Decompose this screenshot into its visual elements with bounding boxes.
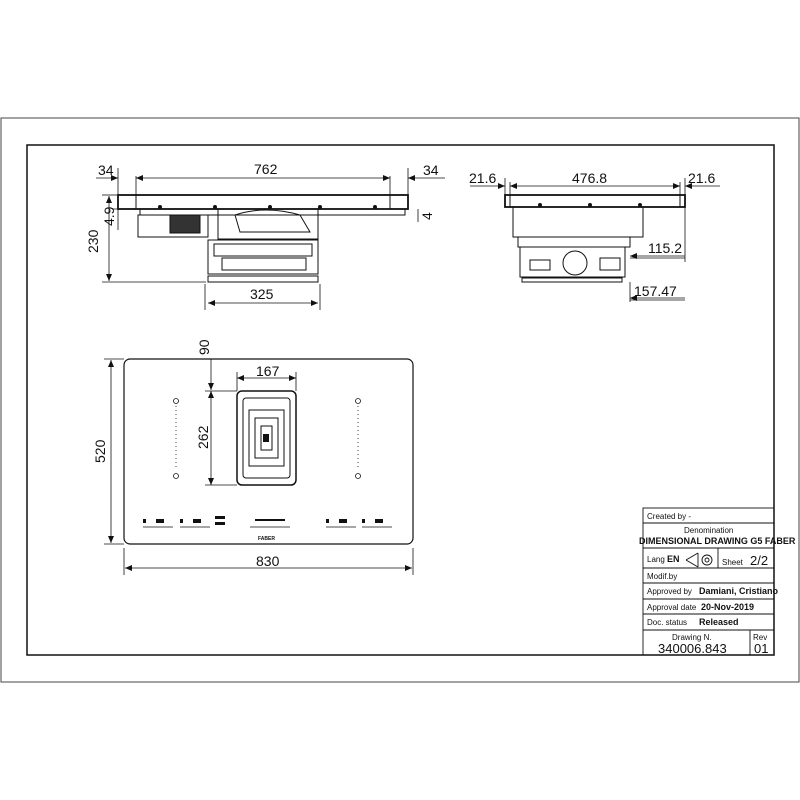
tb-approval-date-label: Approval date bbox=[647, 603, 697, 612]
tb-modif-label: Modif.by bbox=[647, 572, 677, 581]
drawing-border bbox=[26, 144, 775, 656]
dim-front-height: 4.9 bbox=[101, 206, 117, 226]
tb-created-by: Created by - bbox=[647, 512, 691, 521]
tb-rev-label: Rev bbox=[753, 633, 767, 642]
tb-drawing-no-label: Drawing N. bbox=[672, 633, 712, 642]
tb-sheet: 2/2 bbox=[750, 553, 768, 568]
dim-front-left-margin: 34 bbox=[98, 162, 114, 178]
front-dimensions bbox=[96, 168, 445, 310]
hob-brand-logo: FABER bbox=[258, 536, 275, 542]
dim-front-width: 762 bbox=[254, 161, 278, 177]
dim-front-right-margin: 34 bbox=[423, 162, 439, 178]
dim-plan-vent-width: 167 bbox=[256, 363, 280, 379]
dim-plan-depth: 520 bbox=[92, 439, 108, 463]
tb-lang-label: Lang bbox=[647, 555, 665, 564]
tb-drawing-no: 340006.843 bbox=[658, 641, 727, 656]
tb-sheet-label: Sheet bbox=[722, 558, 744, 567]
title-block bbox=[642, 507, 775, 656]
dim-side-width: 476.8 bbox=[572, 170, 607, 186]
dim-side-depth-b: 157.47 bbox=[634, 283, 677, 299]
tb-denomination-label: Denomination bbox=[684, 526, 733, 535]
tb-rev: 01 bbox=[754, 641, 768, 656]
dim-front-depth: 230 bbox=[85, 229, 101, 253]
side-dimensions bbox=[470, 178, 720, 302]
dim-plan-vent-depth: 262 bbox=[195, 425, 211, 449]
tb-approval-date: 20-Nov-2019 bbox=[701, 602, 754, 612]
vent-grille bbox=[236, 390, 297, 486]
front-elevation-view bbox=[117, 194, 409, 283]
tb-approved-by: Damiani, Cristiano bbox=[699, 586, 779, 596]
dim-front-thickness: 4 bbox=[419, 212, 435, 220]
dim-plan-width: 830 bbox=[256, 553, 280, 569]
dim-side-depth-a: 115.2 bbox=[648, 240, 682, 256]
tb-denomination: DIMENSIONAL DRAWING G5 FABER bbox=[639, 536, 796, 546]
tb-lang: EN bbox=[667, 554, 680, 564]
tb-doc-status: Released bbox=[699, 617, 739, 627]
hob-outline bbox=[123, 358, 414, 545]
dim-plan-margin: 90 bbox=[196, 339, 212, 355]
tb-approved-label: Approved by bbox=[647, 587, 692, 596]
outer-frame bbox=[0, 117, 800, 683]
dim-side-right-margin: 21.6 bbox=[688, 170, 715, 186]
dim-front-motor-width: 325 bbox=[250, 286, 274, 302]
tb-doc-status-label: Doc. status bbox=[647, 618, 687, 627]
side-elevation-view bbox=[504, 194, 686, 283]
plan-dimensions bbox=[104, 358, 414, 575]
plan-view bbox=[123, 358, 414, 545]
dim-side-left-margin: 21.6 bbox=[469, 170, 496, 186]
